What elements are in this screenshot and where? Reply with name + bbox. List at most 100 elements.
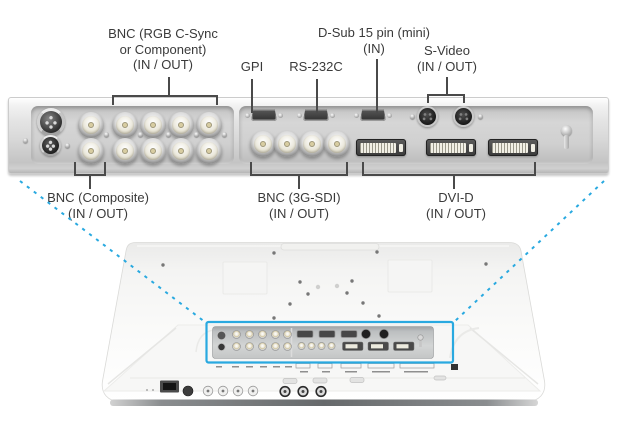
- label-plate-left: [222, 261, 268, 295]
- bnc-rgb-out: [112, 138, 138, 164]
- dvi-connector-2: [426, 139, 476, 156]
- label-line: D-Sub 15 pin (mini): [318, 25, 430, 40]
- bracket-sdi: [250, 162, 348, 176]
- ground-pin-stem: [564, 135, 569, 149]
- bracket-dvi: [362, 162, 536, 176]
- bottom-shadow: [110, 399, 538, 406]
- leader-line-rs232c: [316, 79, 318, 113]
- dsub-shell: [360, 109, 386, 121]
- leader-line-svideo: [446, 77, 448, 94]
- screw-icon: [65, 143, 70, 148]
- bnc-rgb-out: [168, 138, 194, 164]
- label-line: (IN): [363, 40, 385, 56]
- mini-din-small: [217, 342, 226, 351]
- bracket-svideo: [427, 94, 465, 103]
- handle-recess: [280, 243, 380, 251]
- label-line: BNC (RGB C-Sync: [108, 26, 218, 41]
- label-plate-right: [387, 259, 433, 293]
- din-connector-large: [37, 108, 65, 136]
- screw-icon: [23, 138, 28, 143]
- monitor-connector-bay: [212, 326, 434, 359]
- label-line: (IN / OUT): [68, 205, 128, 221]
- screw-icon: [104, 132, 109, 137]
- screw-icon: [222, 132, 227, 137]
- label-line: (IN / OUT): [417, 58, 477, 74]
- bnc-sdi-in-2: [274, 131, 300, 157]
- label-line: RS-232C: [289, 59, 343, 74]
- bracket-composite: [74, 162, 106, 176]
- label-dsub: D-Sub 15 pin (mini) (IN): [318, 25, 430, 56]
- mini-bnc-group: [232, 330, 336, 351]
- svideo-connector-out: [453, 106, 474, 127]
- label-sdi: BNC (3G-SDI) (IN / OUT): [257, 190, 340, 221]
- bnc-sdi-out-1: [299, 131, 325, 157]
- vesa-holes: [315, 283, 340, 290]
- svideo-connector-in: [417, 106, 438, 127]
- zoom-callout: [19, 180, 605, 364]
- stand-curve-right: [449, 327, 480, 359]
- screw-icon: [478, 114, 483, 119]
- control-buttons-light: [202, 385, 259, 397]
- bnc-composite-out: [78, 138, 104, 164]
- dsub-shell: [303, 109, 329, 121]
- dvi-connector-1: [356, 139, 406, 156]
- dsub-shell: [251, 109, 277, 121]
- screw-icon: [138, 132, 143, 137]
- bnc-rgb-in: [168, 112, 194, 138]
- label-line: GPI: [240, 59, 264, 74]
- bnc-composite-in: [78, 112, 104, 138]
- bottom-controls: [146, 380, 327, 398]
- label-line: (IN / OUT): [426, 205, 486, 221]
- label-line: (IN / OUT): [133, 57, 193, 72]
- mini-ground-pin: [417, 334, 424, 341]
- label-line: BNC (Composite): [47, 190, 149, 205]
- bracket-rgb: [112, 95, 218, 105]
- rating-label: [451, 364, 458, 370]
- label-line: (IN / OUT): [269, 205, 329, 221]
- label-line: or Component): [119, 41, 207, 57]
- bnc-sdi-out-2: [324, 131, 350, 157]
- dvi-connector-3: [488, 139, 538, 156]
- leader-line-composite: [89, 176, 91, 189]
- mini-svideo-group: [361, 329, 389, 339]
- label-bnc-rgb: BNC (RGB C-Sync or Component) (IN / OUT): [108, 26, 218, 73]
- label-composite: BNC (Composite) (IN / OUT): [47, 190, 149, 221]
- leader-line-dvi: [453, 176, 455, 189]
- label-svideo: S-Video (IN / OUT): [417, 43, 477, 74]
- label-gpi: GPI: [241, 59, 263, 75]
- bnc-rgb-in: [196, 112, 222, 138]
- label-line: BNC (3G-SDI): [257, 190, 341, 205]
- dsub-connector-15pin-mini: [354, 108, 392, 122]
- bnc-sdi-in-1: [250, 131, 276, 157]
- din-connector-small: [40, 135, 61, 156]
- screw-icon: [194, 132, 199, 137]
- bnc-rgb-in: [140, 112, 166, 138]
- mini-din-large: [216, 330, 227, 341]
- control-knob: [182, 385, 194, 397]
- crease-right: [469, 327, 539, 385]
- stand-curve-left: [195, 329, 215, 353]
- label-dvi: DVI-D (IN / OUT): [426, 190, 486, 221]
- label-rs232c: RS-232C: [289, 59, 342, 75]
- screw-icon: [166, 132, 171, 137]
- mini-dsub-group: [296, 330, 358, 338]
- leader-line-dsub: [376, 59, 378, 113]
- bnc-rgb-out: [196, 138, 222, 164]
- screw-icon: [410, 114, 415, 119]
- connector-panel-strip: [8, 97, 609, 174]
- mini-dvi-group: [342, 341, 415, 351]
- dsub-connector-gpi: [245, 108, 283, 122]
- bnc-rgb-in: [112, 112, 138, 138]
- leader-line-rgb: [168, 77, 170, 97]
- label-line: DVI-D: [438, 190, 474, 205]
- control-buttons-dark: [279, 385, 327, 398]
- bnc-rgb-out: [140, 138, 166, 164]
- screw-holes: [161, 250, 488, 320]
- dashed-callout-line-left: [19, 180, 206, 323]
- label-line: S-Video: [423, 43, 470, 58]
- leader-line-gpi: [251, 79, 253, 113]
- dsub-connector-rs232c: [297, 108, 335, 122]
- vent-slots: [282, 375, 447, 384]
